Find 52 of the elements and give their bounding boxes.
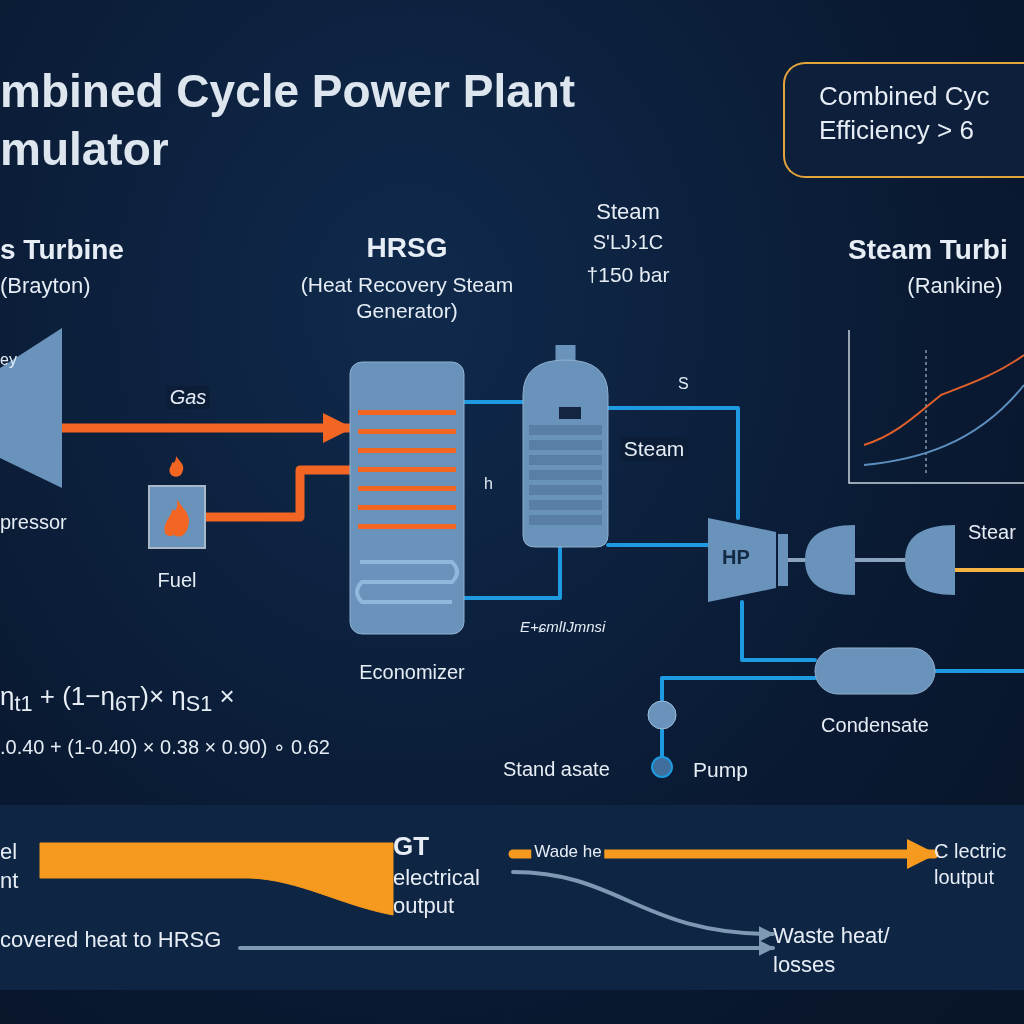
flow-label: Waste heat/ losses [773,922,891,979]
turbine-stage-drawing [805,525,855,595]
shaft-label: Stear [968,520,1017,545]
pipe-label: h [484,474,494,494]
part-label: (Heat Recovery Steam Generator) [299,272,515,325]
efficiency-formula: η$_{t1}$ + (1−η$_{6T}$)× η$_{S1}$ × [0,680,236,718]
part-label: ey [0,350,18,370]
flow-label: el nt [0,838,20,895]
efficiency-text: Combined Cyc Efficiency > 6 [819,80,991,147]
pipe-line [660,728,664,758]
pipe-line [740,600,817,662]
efficiency-calculation: .0.40 + (1-0.40) × 0.38 × 0.90) ∘ 0.62 [0,735,331,760]
turbine-label: HP [722,546,750,569]
part-label: Pump [693,757,749,783]
flow-label: GT [393,830,431,863]
title: mbined Cycle Power Plant mulator [0,64,577,177]
pipe-line [606,543,710,547]
section-subheading: (Brayton) [0,272,92,300]
section-heading: s Turbine [0,233,125,267]
pipe-label: E+ɕmlIJmnsi [520,618,607,637]
valve-circle [647,700,677,730]
steam-condition-label: S'LJ›1C [591,230,665,255]
fuel-box [148,485,206,549]
info-box [783,62,1024,178]
part-label: Economizer [358,660,466,685]
pipe-line [660,676,817,702]
edge-label: Wade he [531,842,605,862]
flow-label: electrical output [393,863,481,921]
turbine-stage-drawing [905,525,955,595]
section-heading: Steam Turbi [848,233,1009,267]
steam-drum-drawing [523,345,608,547]
arrow [511,870,775,942]
section-subheading: (Rankine) [906,272,1004,300]
arrow [238,940,775,956]
pipe-line [786,558,807,562]
edge-label: Gas [166,386,210,409]
pump-circle [651,756,673,778]
compressor-drawing [0,328,62,488]
steam-condition-label: †150 bar [585,262,671,288]
steam-condition-label: Steam [595,198,661,226]
flow-label: C lectric loutput [934,839,1008,890]
part-label: HRSG [365,231,449,265]
condenser-drawing [815,648,935,694]
pipe-label: S [678,374,690,394]
part-label: Condensate [820,713,930,738]
part-label: pressor [0,510,68,535]
edge-label: Steam [620,437,688,461]
flow-label: covered heat to HRSG [0,926,223,954]
flow-band [39,842,394,916]
part-label: Fuel [156,568,198,593]
hrsg-drawing [350,362,464,634]
part-label: Stand asate [503,757,611,782]
